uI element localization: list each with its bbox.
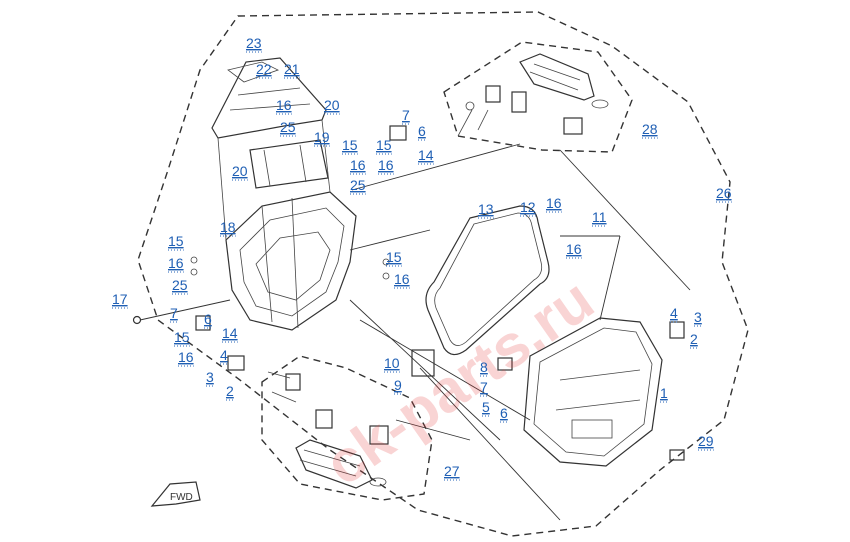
callout-c25a: 25 <box>280 119 296 135</box>
callout-c16a: 16 <box>276 97 292 113</box>
callout-c14b: 14 <box>222 325 238 341</box>
callout-c11: 11 <box>592 209 607 225</box>
callout-c19a: 19 <box>314 129 330 145</box>
callout-c21a: 21 <box>284 61 300 77</box>
callout-c28: 28 <box>642 121 658 137</box>
leader-lines <box>139 143 691 521</box>
callout-c4b: 4 <box>670 305 678 321</box>
callout-c20a: 20 <box>324 97 340 113</box>
callout-c18: 18 <box>220 219 236 235</box>
callout-c16c: 16 <box>350 157 366 173</box>
callout-c22a: 22 <box>256 61 272 77</box>
fwd-arrow: FWD <box>150 481 201 507</box>
callout-c14a: 14 <box>418 147 434 163</box>
callout-c16d: 16 <box>546 195 562 211</box>
callout-c7a: 7 <box>402 107 410 123</box>
callout-c2a: 2 <box>226 383 234 399</box>
callout-c5: 5 <box>482 399 490 415</box>
callout-c1: 1 <box>660 385 668 401</box>
side-case <box>523 317 663 467</box>
callout-c26: 26 <box>716 185 732 201</box>
callout-c10: 10 <box>384 355 400 371</box>
callout-c16b: 16 <box>378 157 394 173</box>
callout-c3b: 3 <box>694 309 702 325</box>
callout-c2b: 2 <box>690 331 698 347</box>
latch-left <box>190 256 245 371</box>
lid-frame <box>211 57 329 189</box>
callout-c15e: 15 <box>174 329 190 345</box>
fastener-17 <box>132 315 142 325</box>
case-body <box>217 119 357 331</box>
callout-c16e: 16 <box>566 241 582 257</box>
callout-c8: 8 <box>480 359 488 375</box>
callout-c9: 9 <box>394 377 402 393</box>
callout-c4a: 4 <box>220 347 228 363</box>
callout-c12: 12 <box>520 199 536 215</box>
callout-c16f: 16 <box>168 255 184 271</box>
bottom-grab-handle <box>267 371 389 489</box>
callout-c25b: 25 <box>350 177 366 193</box>
handle-group-boundary <box>443 41 633 153</box>
top-grab-handle <box>457 53 609 137</box>
callout-c6a: 6 <box>418 123 426 139</box>
callout-c16g: 16 <box>394 271 410 287</box>
callout-c7b: 7 <box>170 305 178 321</box>
fwd-arrow-label: FWD <box>170 492 193 503</box>
seal-ring <box>425 205 550 356</box>
callout-c29: 29 <box>698 433 714 449</box>
callout-c15c: 15 <box>168 233 184 249</box>
callout-c17: 17 <box>112 291 128 307</box>
callout-c27: 27 <box>444 463 460 479</box>
assembly-boundary <box>137 11 749 537</box>
callout-c7c: 7 <box>480 379 488 395</box>
lower-handle-group-boundary <box>261 355 433 501</box>
callout-c23a: 23 <box>246 35 262 51</box>
callout-c3a: 3 <box>206 369 214 385</box>
callout-c6b: 6 <box>204 311 212 327</box>
callout-c15d: 15 <box>386 249 402 265</box>
callout-c6c: 6 <box>500 405 508 421</box>
callout-c20b: 20 <box>232 163 248 179</box>
callout-c16h: 16 <box>178 349 194 365</box>
callout-c15b: 15 <box>376 137 392 153</box>
callout-c25c: 25 <box>172 277 188 293</box>
callout-c13: 13 <box>478 201 494 217</box>
callout-c15a: 15 <box>342 137 358 153</box>
